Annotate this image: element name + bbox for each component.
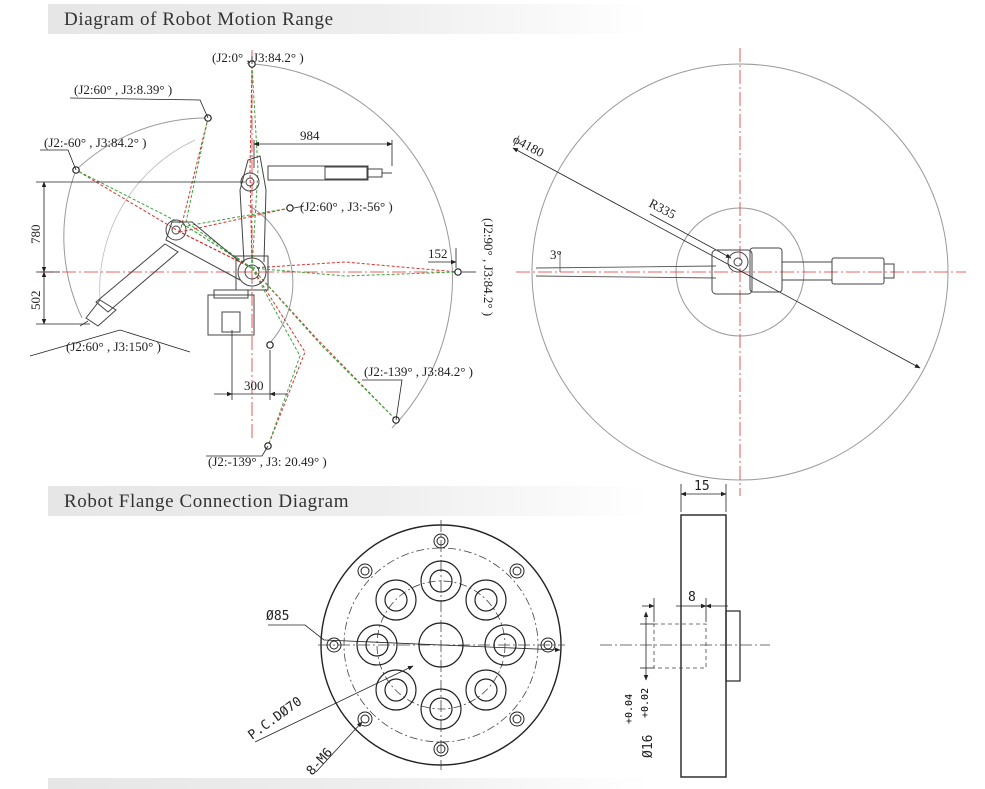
dim-bore-tol-lower: +0.02: [640, 688, 651, 718]
dim-diameter: ϕ4180: [511, 131, 547, 160]
flange-bore-hidden: [653, 623, 707, 669]
outer-reach-arc: [251, 63, 453, 429]
pose-label: (J2:-139° , J3:84.2° ): [364, 364, 473, 379]
flange-spigot: [725, 610, 741, 682]
motion-range-header: Diagram of Robot Motion Range: [48, 4, 648, 34]
motion-range-title: Diagram of Robot Motion Range: [64, 9, 334, 30]
mid-reach-arc: [99, 139, 196, 301]
dim-depth: 8: [688, 590, 696, 605]
dim-bore-tol-upper: +0.04: [624, 694, 635, 724]
dim-bore: Ø16: [641, 735, 656, 758]
dim-angle: 3°: [550, 247, 562, 262]
dim-height-upper: 780: [28, 225, 43, 245]
robot-top-view: [711, 247, 895, 295]
flange-side-view: 15 8 Ø16 +0.04 +0.02: [600, 479, 770, 778]
pose-label: (J2:60° , J3:150° ): [66, 339, 161, 354]
dim-thickness: 15: [694, 479, 710, 494]
pose-label: (J2:-60° , J3:84.2° ): [44, 135, 146, 150]
pose-label: (J2:60° , J3:-56° ): [300, 199, 393, 214]
flange-front-view: Ø85 P.C.DØ70 8-M6: [246, 520, 565, 779]
dim-radius: R335: [647, 195, 679, 221]
top-view: ϕ4180 R335 3°: [511, 48, 966, 496]
mounting-holes: [356, 560, 526, 730]
robot-base: [207, 255, 269, 336]
footer-bar: [48, 778, 648, 789]
flange-body: [680, 514, 727, 778]
side-view: (J2:0° , J3:84.2° ) (J2:60° , J3:8.39° )…: [28, 50, 496, 469]
pose-label: (J2:0° , J3:84.2° ): [212, 50, 304, 65]
dim-pcd: P.C.DØ70: [246, 694, 305, 743]
dim-right-offset: 152: [428, 246, 448, 261]
dim-outer-diameter: Ø85: [266, 609, 289, 624]
robot-arm-folded: [79, 219, 241, 327]
flange-header: Robot Flange Connection Diagram: [48, 486, 648, 516]
dim-height-lower: 502: [28, 291, 43, 311]
dim-holes: 8-M6: [304, 745, 336, 778]
flange-title: Robot Flange Connection Diagram: [64, 491, 350, 512]
pose-label: (J2:-139° , J3: 20.49° ): [208, 454, 327, 469]
dim-base-offset: 300: [244, 378, 264, 393]
pose-markers: [72, 60, 462, 450]
dim-reach-top: 984: [300, 128, 320, 143]
pose-label: (J2:90° , J3:84.2° ): [481, 218, 496, 316]
outer-bolt-holes: [326, 533, 556, 757]
pose-label: (J2:60° , J3:8.39° ): [74, 82, 172, 97]
